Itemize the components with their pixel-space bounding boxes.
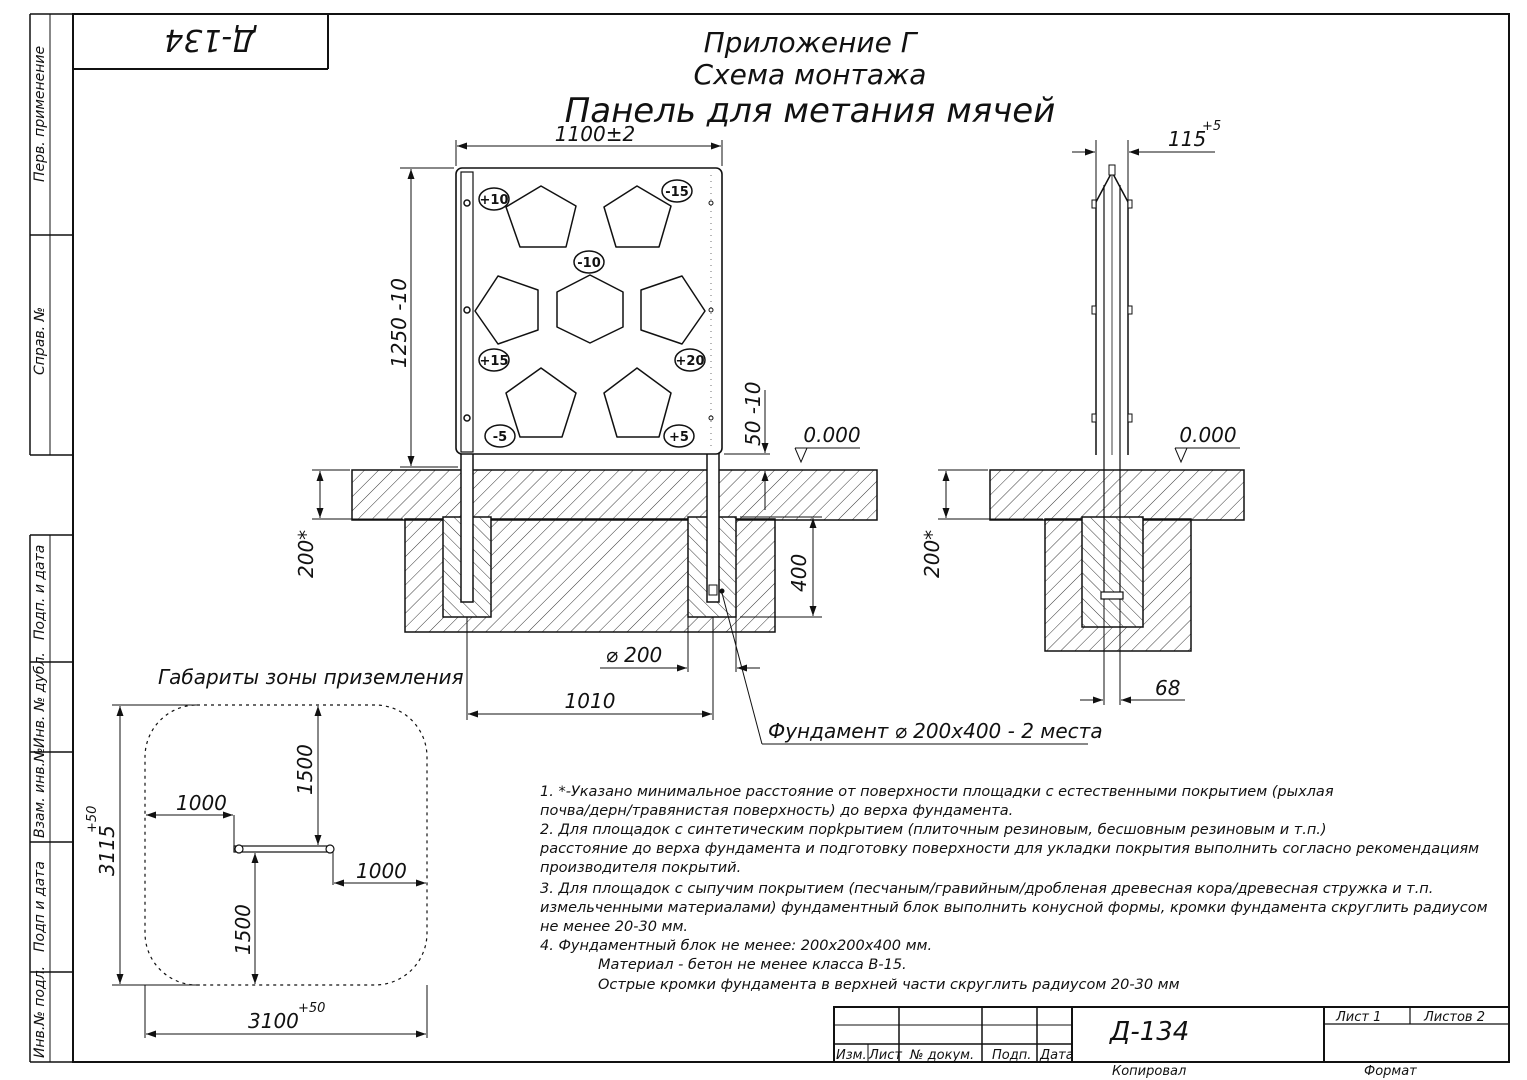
note-line: расстояние до верха фундамента и подгото… xyxy=(539,841,1479,857)
note-line: Материал - бетон не менее класса В-15. xyxy=(598,957,907,973)
tb-header-izm: Изм. xyxy=(836,1048,867,1063)
title-block: Изм. Лист № докум. Подп. Дата Д-134 Лист… xyxy=(833,1006,1510,1079)
title-line3: Панель для метания мячей xyxy=(565,91,1056,131)
note-line: измельченными материалами) фундаментный … xyxy=(540,900,1488,916)
target-hole-5 xyxy=(640,275,706,345)
target-hole-6 xyxy=(505,367,577,438)
zone-dim-left: 1000 xyxy=(176,791,227,815)
badge-plus15: +15 xyxy=(478,348,510,372)
side-label-podp2: Подп и дата xyxy=(32,861,48,952)
side-view: 115 +5 0.000 200* 68 xyxy=(920,119,1245,705)
level-mark-side: 0.000 xyxy=(1179,423,1236,447)
zone-dim-top: 1500 xyxy=(293,744,317,795)
side-label-inv-podl: Инв.№ подл. xyxy=(32,966,48,1058)
top-stamp: Д-134 xyxy=(73,14,329,70)
foundation-label: Фундамент ⌀ 200х400 - 2 места xyxy=(768,719,1103,743)
note-line: почва/дерн/травянистая поверхность) до в… xyxy=(540,803,1013,819)
zone-panel-plan xyxy=(233,845,333,853)
svg-text:-15: -15 xyxy=(665,185,689,200)
stamp-code: Д-134 xyxy=(164,22,258,57)
title-line1: Приложение Г xyxy=(704,26,919,59)
tb-format: Формат xyxy=(1364,1064,1417,1079)
svg-text:-5: -5 xyxy=(493,430,507,445)
zone-title: Габариты зоны приземления xyxy=(158,665,464,689)
zone-outline xyxy=(144,704,428,986)
sheet-frame xyxy=(72,13,1510,1063)
badge-plus5: +5 xyxy=(663,424,695,448)
note-line: Острые кромки фундамента в верхней части… xyxy=(598,977,1180,993)
svg-text:+10: +10 xyxy=(480,193,509,208)
landing-zone: Габариты зоны приземления 1500 1000 1000… xyxy=(85,665,464,1038)
svg-text:+5: +5 xyxy=(669,430,689,445)
target-hole-3 xyxy=(556,274,624,344)
side-label-perv: Перв. применение xyxy=(32,46,48,182)
svg-text:+20: +20 xyxy=(676,354,705,369)
dim-depth-side: 200* xyxy=(920,530,944,578)
dim-diameter: ⌀ 200 xyxy=(606,643,663,667)
zone-dim-bottom: 1500 xyxy=(231,904,255,955)
dim-foundation-depth: 400 xyxy=(787,554,811,592)
side-label-podp1: Подп. и дата xyxy=(32,545,48,640)
tb-sheets: Листов 2 xyxy=(1423,1010,1485,1025)
level-mark-front: 0.000 xyxy=(803,423,860,447)
side-label-vzam: Взам. инв.№ xyxy=(32,747,48,838)
dim-width: 1100±2 xyxy=(555,122,635,146)
tb-header-dokum: № докум. xyxy=(909,1048,974,1063)
side-label-inv-dubl: Инв. № дубл. xyxy=(32,652,48,748)
ground-slab xyxy=(351,469,878,521)
side-ground-slab xyxy=(989,469,1245,521)
front-view: +10 -15 -10 +15 +20 -5 +5 1100±2 1250 -1… xyxy=(294,122,1103,745)
zone-height-tol: +50 xyxy=(85,806,100,833)
dim-depth-front: 200* xyxy=(294,530,318,578)
drawing-title: Приложение Г Схема монтажа Панель для ме… xyxy=(565,26,1056,131)
target-hole-4 xyxy=(474,275,539,345)
badge-minus10: -10 xyxy=(573,250,605,274)
tb-code: Д-134 xyxy=(1109,1017,1189,1047)
tb-header-podp: Подп. xyxy=(992,1048,1031,1063)
svg-text:-10: -10 xyxy=(577,256,601,271)
notes: 1. *-Указано минимальное расстояние от п… xyxy=(539,784,1488,993)
tb-sheet: Лист 1 xyxy=(1335,1010,1381,1025)
note-line: производителя покрытий. xyxy=(540,860,741,876)
zone-height: 3115 xyxy=(95,825,119,876)
dim-gap: 50 -10 xyxy=(741,382,765,446)
zone-width-tol: +50 xyxy=(298,1001,325,1016)
note-line: не менее 20-30 мм. xyxy=(540,919,688,935)
title-line2: Схема монтажа xyxy=(694,58,927,91)
side-label-sprav: Справ. № xyxy=(32,307,48,375)
dim-thickness: 115 xyxy=(1168,127,1206,151)
badge-minus5: -5 xyxy=(484,424,516,448)
badge-plus20: +20 xyxy=(674,348,706,372)
dim-spacing: 1010 xyxy=(565,689,616,713)
side-column: Перв. применение Справ. № Подп. и дата И… xyxy=(29,13,73,1063)
badge-minus15: -15 xyxy=(661,179,693,203)
zone-width: 3100 xyxy=(248,1009,299,1033)
tb-header-list: Лист xyxy=(868,1048,902,1063)
target-hole-1 xyxy=(505,185,577,248)
zone-dim-right: 1000 xyxy=(356,859,407,883)
note-line: 3. Для площадок с сыпучим покрытием (пес… xyxy=(540,881,1433,897)
note-line: 1. *-Указано минимальное расстояние от п… xyxy=(540,784,1334,800)
note-line: 2. Для площадок с синтетическим порkрыти… xyxy=(540,822,1327,838)
tb-header-data: Дата xyxy=(1039,1048,1074,1063)
target-hole-2 xyxy=(603,185,672,248)
badge-plus10: +10 xyxy=(478,187,510,211)
note-line: 4. Фундаментный блок не менее: 200х200х4… xyxy=(540,938,932,954)
dim-thickness-tol: +5 xyxy=(1202,119,1221,134)
target-hole-7 xyxy=(603,367,672,438)
dim-height: 1250 -10 xyxy=(387,278,411,368)
svg-text:+15: +15 xyxy=(480,354,509,369)
tb-copied: Копировал xyxy=(1112,1064,1186,1079)
dim-bottom: 68 xyxy=(1155,676,1180,700)
post-right xyxy=(706,439,720,603)
